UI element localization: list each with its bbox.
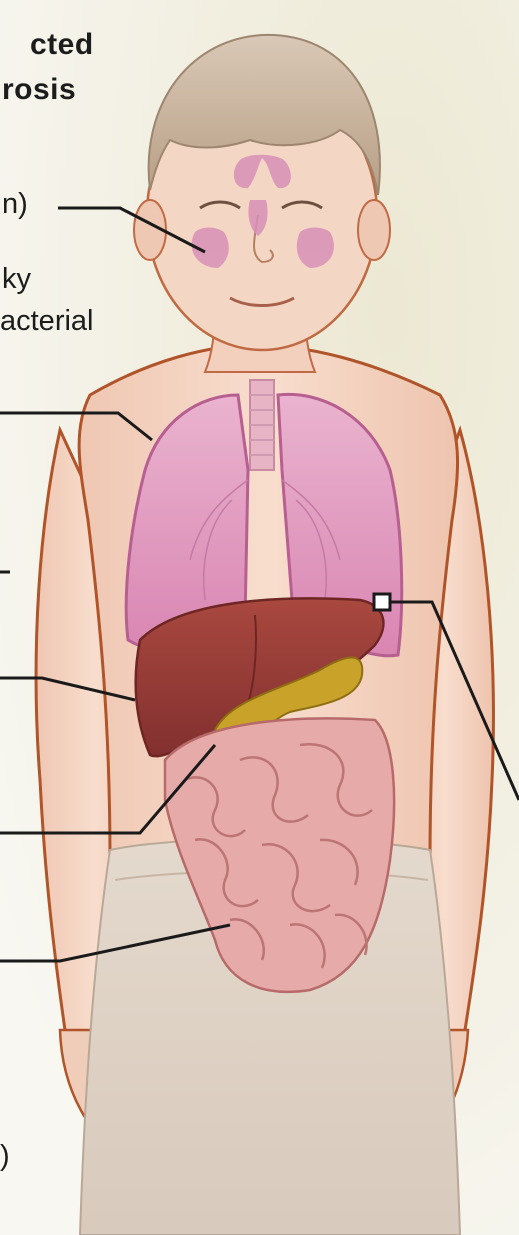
- title-line-1: cted: [30, 28, 94, 63]
- mucus-label-line-1: ky: [2, 263, 31, 296]
- mucus-label-line-2: acterial: [0, 305, 94, 338]
- bottom-label-fragment: ): [0, 1140, 10, 1173]
- title-line-2: rosis: [2, 73, 76, 108]
- sinus-label-fragment: n): [2, 188, 28, 221]
- skin-marker-box: [374, 594, 390, 610]
